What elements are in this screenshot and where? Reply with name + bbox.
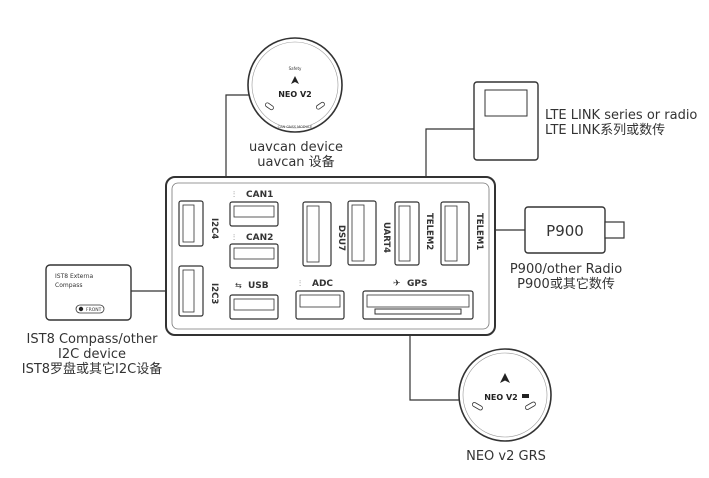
port-i2c4-label: I2C4 (209, 218, 219, 239)
port-adc-label: ADC (312, 279, 333, 289)
port-can1: CAN1 ⫶ (229, 190, 279, 227)
ist8-box-line1: IST8 Externa (55, 273, 94, 280)
port-usb: USB ⇆ (229, 281, 279, 320)
port-uart4: UART4 (347, 200, 391, 266)
port-gps: GPS ✈ (362, 279, 474, 320)
p900-label-line2: P900或其它数传 (517, 277, 615, 292)
uavcan-ring-text: CAN GNSS MODULE (278, 125, 313, 129)
ist8-label: IST8 Compass/other I2C device IST8罗盘或其它I… (8, 332, 176, 377)
port-can2-label: CAN2 (246, 233, 273, 243)
port-dsu7-label: DSU7 (336, 225, 346, 251)
port-dsu7: DSU7 (302, 201, 346, 267)
ist8-box-line2: Compass (55, 282, 82, 289)
port-can1-icon: ⫶ (233, 190, 235, 199)
p900-label: P900/other Radio P900或其它数传 (505, 262, 627, 292)
lte-device (473, 81, 539, 161)
uavcan-safety-text: Safety (289, 66, 302, 71)
port-i2c3-label: I2C3 (209, 283, 219, 304)
lte-label-line1: LTE LINK series or radio (545, 108, 698, 123)
uavcan-module: Safety NEO V2 CAN GNSS MODULE (247, 37, 343, 133)
ist8-compass: IST8 Externa Compass FRONT (45, 264, 132, 321)
lte-label-line2: LTE LINK系列或数传 (545, 123, 666, 138)
p900-label-line1: P900/other Radio (509, 262, 623, 277)
ist8-label-line2: I2C device (57, 347, 126, 362)
ist8-front-label: FRONT (86, 307, 102, 313)
neo-label: NEO v2 GRS (458, 449, 554, 464)
port-adc: ADC ⫶ (295, 279, 345, 320)
ist8-label-line3: IST8罗盘或其它I2C设备 (21, 362, 163, 377)
port-can2-icon: ⫶ (233, 233, 235, 242)
port-usb-label: USB (248, 281, 269, 291)
line-gps-neo (409, 315, 460, 401)
port-i2c3: I2C3 (178, 265, 219, 317)
port-telem1: TELEM1 (440, 201, 484, 266)
neo-arrow-icon (500, 373, 510, 383)
port-telem2-label: TELEM2 (424, 213, 434, 250)
satellite-icon: ✈ (393, 279, 401, 289)
port-adc-icon: ⫶ (299, 279, 301, 288)
p900-box-label: P900 (546, 222, 584, 240)
neo-gps-module: NEO V2 (458, 348, 552, 442)
port-uart4-label: UART4 (381, 222, 391, 253)
port-can2: CAN2 ⫶ (229, 233, 279, 269)
uavcan-label-line2: uavcan 设备 (257, 155, 335, 170)
ist8-label-line1: IST8 Compass/other (26, 332, 158, 347)
usb-icon: ⇆ (235, 281, 242, 290)
uavcan-badge: NEO V2 (278, 90, 312, 99)
port-telem2: TELEM2 (394, 201, 434, 266)
uavcan-label-line1: uavcan device (248, 140, 344, 155)
port-can1-label: CAN1 (246, 190, 273, 200)
neo-badge: NEO V2 (484, 393, 518, 402)
neo-label-line1: NEO v2 GRS (466, 449, 546, 464)
port-telem1-label: TELEM1 (474, 213, 484, 250)
uavcan-label: uavcan device uavcan 设备 (248, 140, 344, 170)
p900-radio: P900 (524, 206, 625, 254)
lte-label: LTE LINK series or radio LTE LINK系列或数传 (545, 108, 697, 138)
port-i2c4: I2C4 (178, 200, 219, 247)
uavcan-arrow-icon (291, 76, 299, 84)
port-gps-label: GPS (407, 279, 427, 289)
